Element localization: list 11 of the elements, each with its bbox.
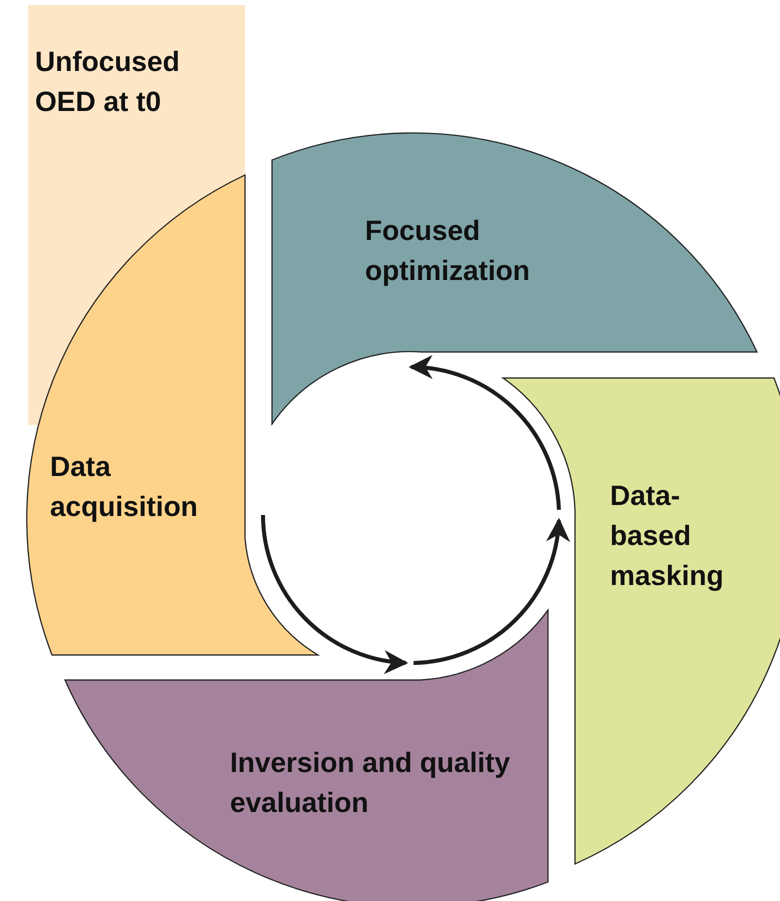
cycle-arrow [408,356,561,510]
segment-label: Focused optimization [365,214,531,288]
ring-segment [272,132,757,424]
cycle-arrow [261,514,408,673]
segment-label: Unfocused OED at t0 [35,45,181,119]
segment-label: Data-based masking [610,479,725,593]
ring-segment [26,175,318,655]
segment-label: Inversion and quality evaluation [230,746,512,820]
ring-segment [65,610,548,901]
cycle-arrow [413,518,569,665]
segment-label: Data acquisition [50,450,199,524]
